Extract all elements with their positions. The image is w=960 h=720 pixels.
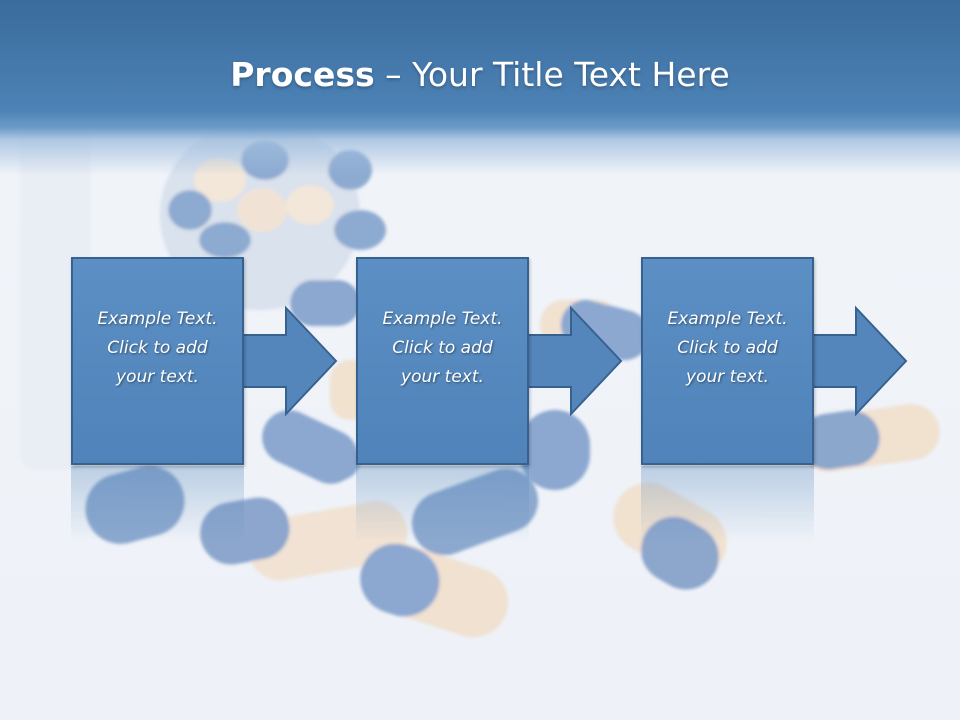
step-3-text[interactable]: Example Text. Click to add your text. [667, 308, 788, 387]
step-1-box[interactable]: Example Text. Click to add your text. [71, 257, 244, 465]
step-2-box[interactable]: Example Text. Click to add your text. [356, 257, 529, 465]
title-bold-text: Process [230, 55, 375, 94]
step-1-arrow-icon [241, 305, 338, 417]
title-bar: Process – Your Title Text Here [0, 0, 960, 175]
slide-title[interactable]: Process – Your Title Text Here [0, 52, 960, 98]
step-3-arrow-icon [811, 305, 908, 417]
step-2-text[interactable]: Example Text. Click to add your text. [382, 308, 503, 387]
step-3-reflection [641, 466, 814, 541]
step-2-reflection [356, 466, 529, 541]
step-1-text[interactable]: Example Text. Click to add your text. [97, 308, 218, 387]
title-rest-text: – Your Title Text Here [374, 55, 730, 94]
step-1-reflection [71, 466, 244, 541]
step-2-arrow-icon [526, 305, 623, 417]
step-3-box[interactable]: Example Text. Click to add your text. [641, 257, 814, 465]
